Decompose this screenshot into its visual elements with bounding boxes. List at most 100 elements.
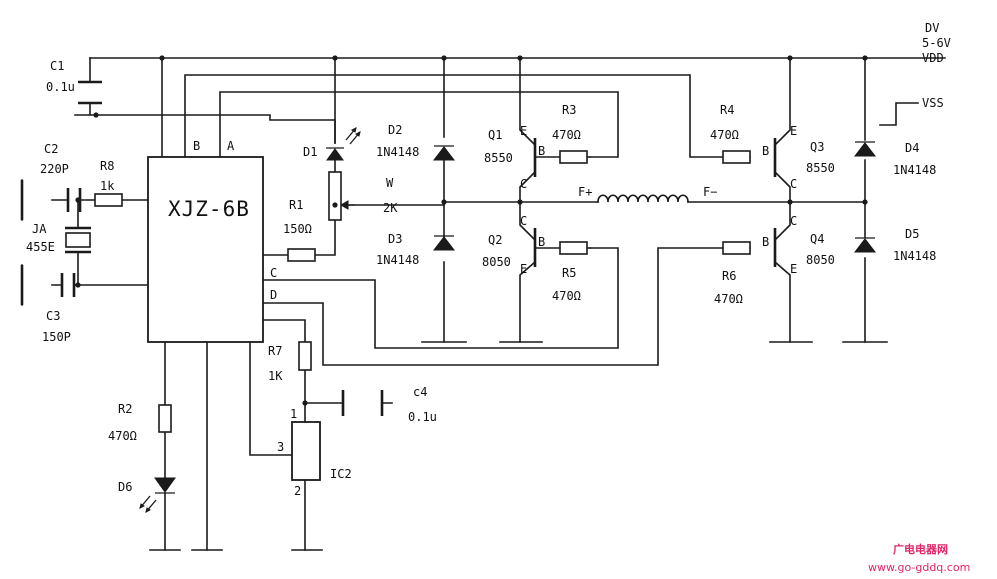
d5-value: 1N4148 [893,249,936,263]
resistor-r6 [722,241,751,255]
ic-pin-d-label: D [270,288,277,302]
q4-ref: Q4 [810,232,824,246]
r7-ref: R7 [268,344,282,358]
r1-value: 150Ω [283,222,312,236]
resistor-r3 [559,150,588,164]
r3-ref: R3 [562,103,576,117]
capacitor-c1 [78,80,102,105]
power-dv-label: DV [925,21,939,35]
r4-value: 470Ω [710,128,739,142]
watermark-title: 广电电器网 [893,542,948,556]
q3-e: E [790,124,797,138]
r4-ref: R4 [720,103,734,117]
resistor-r2 [158,404,172,433]
d3-ref: D3 [388,232,402,246]
ic-pin-b-label: B [193,139,200,153]
resistor-r8 [94,193,123,207]
capacitor-c3 [60,273,76,297]
d2-ref: D2 [388,123,402,137]
inductor-coil [597,194,689,203]
q4-c: C [790,214,797,228]
diode-d5 [853,237,877,253]
w-ref: W [386,176,394,190]
d1-ref: D1 [303,145,317,159]
c3-value: 150P [42,330,71,344]
w-value: 2K [383,201,398,215]
q4-b: B [762,235,769,249]
vdd-label: VDD [922,51,944,65]
d4-ref: D4 [905,141,919,155]
resistor-r7 [298,341,312,371]
coil-plus-label: F+ [578,185,592,199]
q1-b: B [538,144,545,158]
c4-ref: c4 [413,385,427,399]
r5-ref: R5 [562,266,576,280]
q3-c: C [790,177,797,191]
ic2-ref: IC2 [330,467,352,481]
c2-value: 220P [40,162,69,176]
ja-ref: JA [32,222,47,236]
q2-b: B [538,235,545,249]
led-d6 [139,477,176,513]
r2-ref: R2 [118,402,132,416]
r5-value: 470Ω [552,289,581,303]
r6-ref: R6 [722,269,736,283]
c2-ref: C2 [44,142,58,156]
ic2-pin3-label: 3 [277,440,284,454]
diode-d4 [853,141,877,157]
potentiometer-w [328,171,355,221]
coil-minus-label: F− [703,185,717,199]
d4-value: 1N4148 [893,163,936,177]
q3-value: 8550 [806,161,835,175]
r8-value: 1k [100,179,115,193]
q2-c: C [520,214,527,228]
wiring [21,57,946,551]
crystal-ja [65,226,91,254]
q2-ref: Q2 [488,233,502,247]
d5-ref: D5 [905,227,919,241]
r2-value: 470Ω [108,429,137,443]
r1-ref: R1 [289,198,303,212]
ja-value: 455E [26,240,55,254]
capacitor-c4 [341,390,384,416]
c4-value: 0.1u [408,410,437,424]
ic-pin-a-label: A [227,139,235,153]
resistor-r1 [287,248,316,262]
resistor-r4 [722,150,751,164]
r8-ref: R8 [100,159,114,173]
c3-ref: C3 [46,309,60,323]
d3-value: 1N4148 [376,253,419,267]
diode-d2 [432,145,456,161]
r7-value: 1K [268,369,283,383]
d2-value: 1N4148 [376,145,419,159]
q2-value: 8050 [482,255,511,269]
ic-pin-c-label: C [270,266,277,280]
junction-dots [75,55,868,406]
d6-ref: D6 [118,480,132,494]
led-d1 [326,127,361,161]
q1-c: C [520,177,527,191]
ic-xjz6b-body [147,156,264,343]
q1-ref: Q1 [488,128,502,142]
ic-xjz6b-label: XJZ-6B [168,197,250,221]
power-range-label: 5-6V [922,36,951,50]
watermark-url: www.go-gddq.com [868,561,970,574]
q4-value: 8050 [806,253,835,267]
q3-ref: Q3 [810,140,824,154]
r6-value: 470Ω [714,292,743,306]
ic2-pin1-label: 1 [290,407,297,421]
ic2-body [291,421,321,481]
q3-b: B [762,144,769,158]
vss-label: VSS [922,96,944,110]
c1-value: 0.1u [46,80,75,94]
q1-value: 8550 [484,151,513,165]
resistor-r5 [559,241,588,255]
q4-e: E [790,262,797,276]
ic2-pin2-label: 2 [294,484,301,498]
c1-ref: C1 [50,59,64,73]
q1-e: E [520,124,527,138]
q2-e: E [520,262,527,276]
diode-d3 [432,235,456,251]
r3-value: 470Ω [552,128,581,142]
